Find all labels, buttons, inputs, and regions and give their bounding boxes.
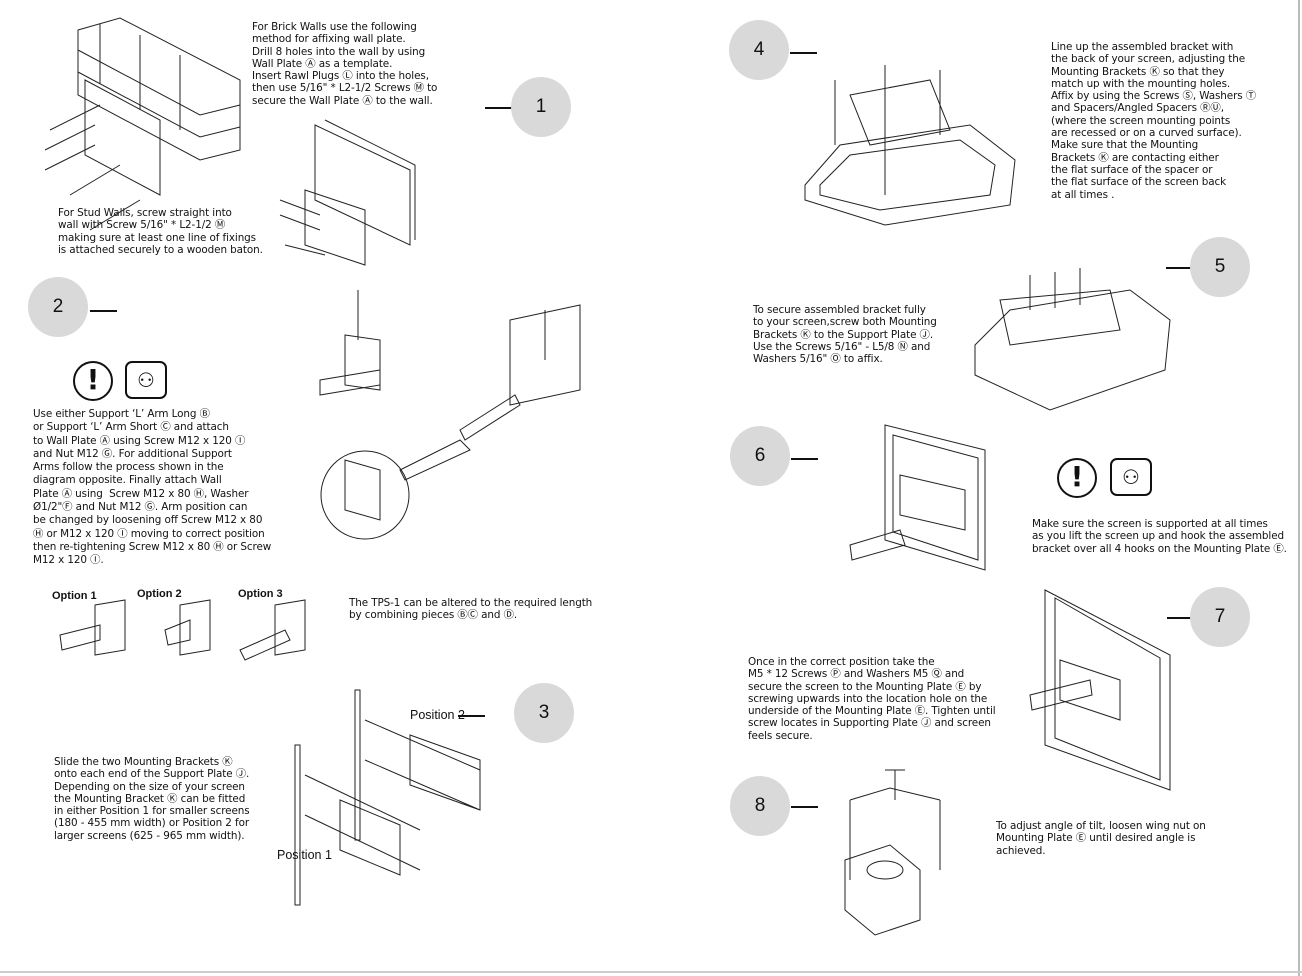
position-2-label: Position 2 [410, 708, 465, 722]
tilt-instructions: To adjust angle of tilt, loosen wing nut… [996, 820, 1206, 857]
step-6-pointer [791, 458, 818, 460]
option-2-label: Option 2 [137, 588, 182, 600]
step-4-badge: 4 [729, 20, 789, 80]
position-1-label: Position 1 [277, 848, 332, 862]
stud-wall-instructions: For Stud Walls, screw straight into wall… [58, 207, 263, 256]
mounting-bracket-diagram [294, 689, 481, 906]
step-3-pointer [458, 715, 485, 717]
options-diagrams [59, 599, 306, 661]
screen-hook-diagram [849, 424, 986, 571]
step-1-badge: 1 [511, 77, 571, 137]
step-4-pointer [790, 52, 817, 54]
step-5-badge: 5 [1190, 237, 1250, 297]
arm-instructions: Use either Support ‘L’ Arm Long Ⓑ or Sup… [33, 408, 272, 567]
bracket-instructions: Slide the two Mounting Brackets Ⓚ onto e… [54, 756, 250, 842]
tps-length-note: The TPS-1 can be altered to the required… [349, 597, 593, 622]
two-person-lift-icon: ⚇ [125, 361, 167, 399]
arm-assembly-diagram [319, 290, 581, 540]
option-3-label: Option 3 [238, 588, 283, 600]
warning-icon: ! [1057, 458, 1097, 498]
step-7-pointer [1167, 617, 1194, 619]
option-1-label: Option 1 [52, 590, 97, 602]
step-1-pointer [485, 107, 512, 109]
line-up-instructions: Line up the assembled bracket with the b… [1051, 41, 1257, 201]
tilt-adjust-diagram [844, 769, 941, 936]
warning-icon: ! [73, 361, 113, 401]
two-person-lift-icon: ⚇ [1110, 458, 1152, 496]
screen-secure-diagram [1029, 589, 1171, 791]
step-5-pointer [1166, 267, 1193, 269]
page-edge [1298, 0, 1300, 976]
brick-wall-diagram [44, 17, 241, 231]
step-2-pointer [90, 310, 117, 312]
stud-wall-diagram [279, 119, 416, 266]
step-3-badge: 3 [514, 683, 574, 743]
step-7-badge: 7 [1190, 587, 1250, 647]
screen-back-diagram-5 [974, 268, 1171, 411]
step-6-badge: 6 [730, 426, 790, 486]
step-2-badge: 2 [28, 277, 88, 337]
secure-bracket-instructions: To secure assembled bracket fully to you… [753, 304, 937, 366]
secure-screen-instructions: Once in the correct position take the M5… [748, 656, 996, 742]
screen-back-diagram-4 [804, 65, 1016, 226]
support-screen-warning: Make sure the screen is supported at all… [1032, 518, 1287, 555]
page-bottom-edge [0, 971, 1302, 973]
brick-wall-instructions: For Brick Walls use the following method… [252, 21, 438, 107]
step-8-badge: 8 [730, 776, 790, 836]
step-8-pointer [791, 806, 818, 808]
